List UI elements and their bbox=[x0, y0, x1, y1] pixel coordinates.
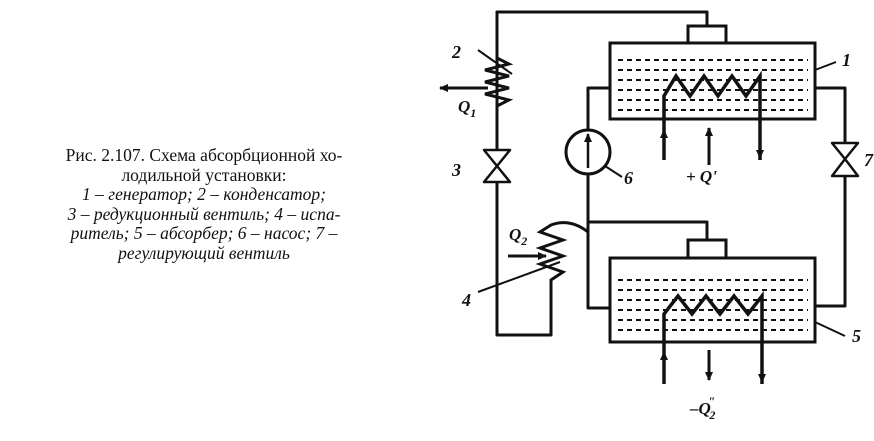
junction-to-absorber-dome bbox=[586, 220, 709, 242]
right-pipe-upper bbox=[813, 86, 847, 145]
generator bbox=[608, 24, 817, 165]
right-pipe-lower bbox=[813, 174, 847, 308]
caption-line-3: 1 – генератор; 2 – конденсатор; bbox=[82, 184, 326, 204]
label-4: 4 bbox=[461, 290, 471, 310]
label-q1: Q1 bbox=[458, 97, 476, 120]
label-5: 5 bbox=[852, 326, 861, 346]
generator-dome bbox=[686, 24, 728, 45]
label-q2: Q2 bbox=[509, 225, 527, 248]
caption-line-5: ритель; 5 – абсорбер; 6 – насос; 7 – bbox=[70, 223, 338, 243]
evaporator-outlet-pipe bbox=[549, 221, 590, 234]
absorber bbox=[608, 238, 817, 384]
absorber-leader bbox=[814, 321, 846, 337]
absorber-liquid-dashes bbox=[618, 279, 808, 331]
absorber-inlet-pipe bbox=[586, 220, 612, 310]
caption-line-6: регулирующий вентиль bbox=[118, 242, 290, 263]
top-pipe bbox=[495, 10, 709, 28]
label-2: 2 bbox=[451, 42, 461, 62]
absorber-cooling-coil bbox=[662, 290, 764, 384]
caption-line-1: Рис. 2.107. Схема абсорбционной хо- bbox=[65, 145, 343, 165]
left-pipe-lower bbox=[495, 180, 553, 337]
label-1: 1 bbox=[842, 50, 851, 70]
regulating-valve bbox=[830, 141, 860, 178]
caption-line-4: 3 – редукционный вентиль; 4 – испа- bbox=[67, 203, 341, 224]
pump-leader bbox=[604, 165, 623, 178]
label-q-prime: + Q' bbox=[686, 167, 717, 186]
label-7: 7 bbox=[864, 150, 874, 170]
label-q-double-prime: –Q″2 bbox=[689, 394, 715, 422]
evaporator-coil bbox=[535, 223, 568, 282]
reduction-valve bbox=[482, 148, 512, 184]
evaporator-leader bbox=[477, 261, 561, 293]
caption-line-2: лодильной установки: bbox=[121, 164, 287, 185]
label-6: 6 bbox=[624, 168, 633, 188]
generator-heating-coil bbox=[662, 70, 762, 160]
generator-to-pump-pipe bbox=[586, 86, 612, 130]
condenser-diagonal bbox=[477, 49, 513, 75]
label-3: 3 bbox=[451, 160, 461, 180]
generator-leader bbox=[814, 61, 837, 71]
absorber-dome bbox=[686, 238, 728, 260]
figure-caption: Рис. 2.107. Схема абсорбционной хо- лоди… bbox=[4, 145, 404, 263]
